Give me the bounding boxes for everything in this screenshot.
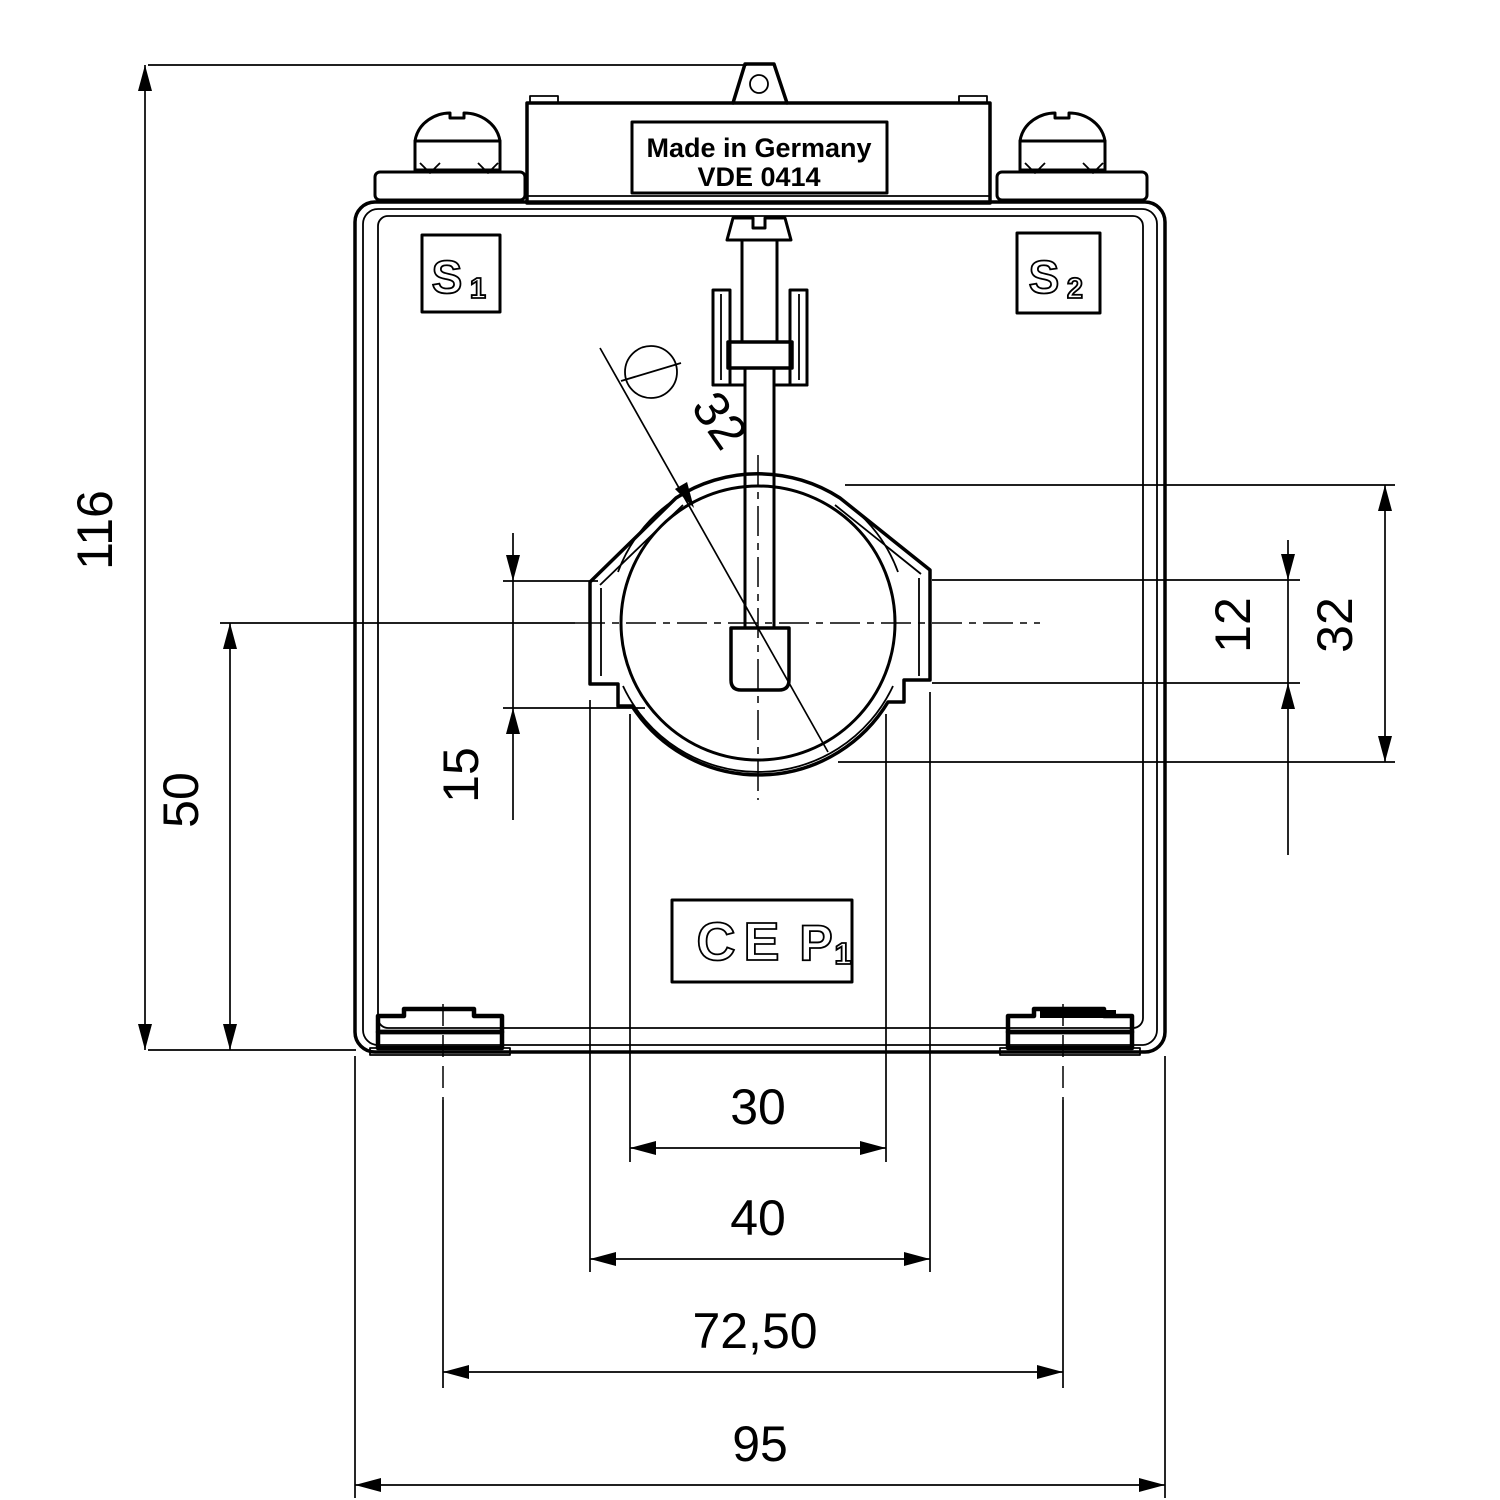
dim-text-total-width: 95 [732,1416,788,1472]
leader-line [599,347,829,753]
s2-box [1015,231,1102,315]
terminal-marking-s1: S 1 [420,233,502,314]
arrowhead-icon [860,1141,886,1155]
arrowhead-icon [506,708,520,734]
foot-upper-band [1005,1006,1135,1035]
dim-text-total-height: 116 [67,490,123,570]
mounting-tab-outline [731,62,789,105]
ce-p1-marking: CE P 1 [670,898,854,984]
arrowhead-icon [138,65,152,91]
centerlines [442,455,1064,1100]
arrowhead-icon [590,1252,616,1266]
diameter-symbol-slash [620,362,682,382]
foot-upper-band [375,1006,505,1035]
dim-text-window-width: 40 [730,1190,786,1246]
dim-text-window-step-left: 15 [433,747,489,803]
dimension-72-50: 72,50 [443,1303,1063,1379]
arrowhead-icon [1281,554,1295,580]
clamp-shoe-block [729,626,791,692]
s2-letter: S [1029,251,1060,303]
dimension-12: 12 [1205,540,1295,855]
dimension-15: 15 [433,533,520,820]
arrowhead-icon [1281,683,1295,709]
arrowhead-icon [223,1024,237,1050]
ce-mark-icon: CE [696,912,787,972]
arrowhead-icon [138,1024,152,1050]
terminal-screw-left [373,111,527,202]
screw-body-left [413,139,502,172]
top-cover-outline [525,101,992,205]
arrowhead-icon [443,1365,469,1379]
clamp-mechanism [711,216,809,692]
s1-letter: S [432,251,463,303]
screw-body-right [1018,139,1107,172]
foot-rail-clip [1040,1010,1116,1018]
housing-wall-line [362,208,1158,1046]
arrowhead-icon [674,481,694,508]
diameter-symbol-icon [624,345,678,399]
top-cover: Made in Germany VDE 0414 [525,95,992,205]
mounting-hole-icon [749,74,769,94]
arrowhead-icon [355,1478,381,1492]
s1-subscript: 1 [470,273,486,305]
dim-text-window-height: 32 [1307,597,1363,653]
foot-base-plate [999,1047,1141,1056]
top-cover-lip-right [958,95,988,103]
dim-text-center-height: 50 [153,772,209,828]
ct-device: Made in Germany VDE 0414 S [353,62,1167,1056]
mounting-foot-left [369,1006,511,1056]
clamp-cross-block [726,340,794,370]
mounting-tab [731,62,789,105]
arrowhead-icon [1378,485,1392,511]
arrowhead-icon [223,623,237,649]
window-chamfer-lines [599,504,922,676]
dim-text-foot-spacing: 72,50 [692,1303,817,1359]
terminal-screw-right [995,111,1149,202]
screw-head-right [1018,111,1107,143]
dim-text-inner-width: 30 [730,1079,786,1135]
mounting-foot-right [999,1006,1141,1056]
window-outline [588,472,932,777]
foot-base-plate [369,1047,511,1056]
arrowhead-icon [1139,1478,1165,1492]
screw-head-left [413,111,502,143]
dim-text-window-step-right: 12 [1205,597,1261,653]
terminal-block-right [995,170,1149,202]
terminal-block-left [373,170,527,202]
terminal-marking-s2: S 2 [1015,231,1102,315]
p1-subscript: 1 [834,936,851,971]
dim-text-bore-diameter: 32 [681,381,759,459]
top-cover-lip-left [529,95,559,103]
dimension-40: 40 [590,1190,930,1266]
extension-lines [148,64,1395,1498]
dimension-50: 50 [153,623,237,1050]
housing-inner-face [377,215,1144,1029]
arrowhead-icon [1378,736,1392,762]
rating-label-plate [630,120,889,195]
ce-p1-box [670,898,854,984]
dimension-95: 95 [355,1416,1165,1492]
bore-window [588,472,932,777]
s1-box [420,233,502,314]
s2-subscript: 2 [1067,273,1083,305]
dimension-116: 116 [67,65,152,1050]
dimension-32-right: 32 [1307,485,1392,762]
arrowhead-icon [904,1252,930,1266]
arrowhead-icon [506,555,520,581]
p1-letter: P [799,915,832,971]
dimension-bore-diameter: 32 [599,345,829,753]
dimension-30: 30 [630,1079,886,1155]
clamp-screw-head [725,216,793,242]
arrowhead-icon [630,1141,656,1155]
vde-standard-label: VDE 0414 [697,162,820,192]
arrowhead-icon [1037,1365,1063,1379]
made-in-germany-label: Made in Germany [646,133,871,163]
